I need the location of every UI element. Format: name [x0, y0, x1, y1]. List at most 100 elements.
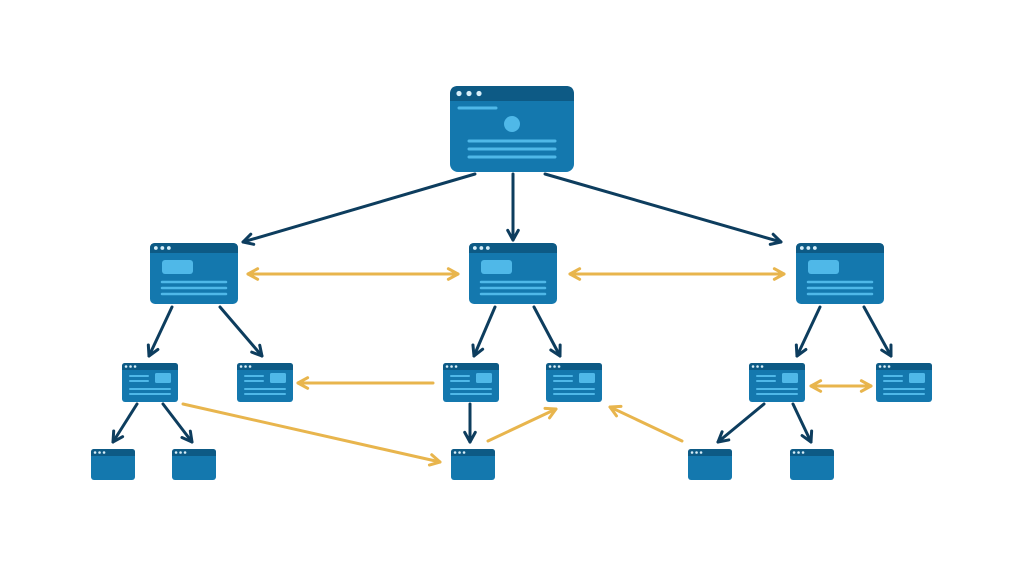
hierarchy-arrow-category-right-to-sub-r1-head: [794, 343, 808, 358]
page-sub-r1-body: [749, 363, 805, 402]
hierarchy-arrow-home-to-category-left-head: [241, 232, 256, 246]
image-block-icon: [909, 373, 925, 383]
window-dot-icon: [801, 451, 805, 454]
page-leaf-1-header: [91, 449, 135, 456]
internal-link-arrow-sub-l1-to-leaf-3: [181, 402, 442, 467]
hierarchy-arrow-sub-l1-to-leaf-1: [111, 402, 139, 444]
window-dot-icon: [453, 451, 457, 454]
page-category-right-header: [796, 243, 884, 253]
page-leaf-4-header: [688, 449, 732, 456]
window-dot-icon: [557, 365, 561, 368]
window-dot-icon: [887, 365, 891, 368]
hierarchy-arrow-home-to-category-center: [506, 172, 520, 242]
image-circle-icon: [504, 116, 520, 132]
page-category-left: [150, 243, 238, 304]
window-dot-icon: [124, 365, 128, 368]
internal-link-arrow-category-left-to-category-center: [246, 267, 460, 281]
page-leaf-3-body: [451, 449, 495, 480]
window-dot-icon: [160, 246, 165, 250]
window-dot-icon: [244, 365, 247, 368]
window-dot-icon: [476, 90, 482, 97]
hierarchy-arrow-category-right-to-sub-r1-line: [795, 305, 822, 358]
page-sub-r2-header: [876, 363, 932, 370]
internal-link-arrow-category-center-to-category-right-head: [772, 267, 786, 281]
window-dot-icon: [883, 365, 886, 368]
hierarchy-arrow-sub-l1-to-leaf-2-line: [161, 402, 194, 444]
hierarchy-arrow-home-to-category-left-line: [241, 172, 477, 244]
hierarchy-arrow-category-right-to-sub-r2-line: [862, 305, 893, 358]
window-dot-icon: [553, 365, 556, 368]
hierarchy-arrow-sub-r1-to-leaf-4-line: [716, 402, 766, 444]
page-sub-l1-header: [122, 363, 178, 370]
page-leaf-1: [91, 449, 135, 480]
hierarchy-arrow-sub-l1-to-leaf-1-head: [111, 429, 125, 444]
window-dot-icon: [479, 246, 484, 250]
window-dot-icon: [445, 365, 449, 368]
image-block-icon: [155, 373, 171, 383]
internal-link-arrow-leaf-4-to-sub-c2-line: [608, 405, 684, 443]
page-category-center-header: [469, 243, 557, 253]
internal-link-arrow-sub-c1-to-sub-l2-head: [296, 376, 310, 390]
internal-link-arrow-sub-l1-to-leaf-3-head: [427, 453, 442, 467]
page-leaf-3-header: [451, 449, 495, 456]
internal-link-arrow-leaf-3-to-sub-c2-head: [543, 406, 558, 420]
window-dot-icon: [456, 90, 462, 97]
page-leaf-4-body: [688, 449, 732, 480]
page-leaf-1-body: [91, 449, 135, 480]
hierarchy-arrow-category-center-to-sub-c1: [471, 305, 497, 358]
hierarchy-arrow-sub-l1-to-leaf-2-head: [180, 429, 194, 444]
window-dot-icon: [812, 246, 817, 250]
window-dot-icon: [93, 451, 97, 454]
hierarchy-arrow-sub-r1-to-leaf-5: [791, 402, 814, 444]
page-category-center: [469, 243, 557, 304]
hierarchy-arrow-home-to-category-right-head: [768, 232, 783, 246]
page-leaf-3: [451, 449, 495, 480]
window-dot-icon: [797, 451, 800, 454]
page-leaf-2-header: [172, 449, 216, 456]
window-dot-icon: [466, 90, 472, 97]
window-dot-icon: [792, 451, 796, 454]
window-dot-icon: [179, 451, 182, 454]
hierarchy-arrow-category-left-to-sub-l1-head: [146, 343, 160, 358]
hierarchy-arrow-sub-c1-to-leaf-3-head: [463, 430, 477, 444]
hierarchy-arrow-category-center-to-sub-c2-head: [549, 343, 562, 358]
window-dot-icon: [548, 365, 552, 368]
page-sub-l1-body: [122, 363, 178, 402]
image-block-icon: [481, 260, 512, 274]
window-dot-icon: [102, 451, 106, 454]
page-category-right: [796, 243, 884, 304]
internal-link-arrow-sub-l1-to-leaf-3-line: [181, 402, 442, 464]
internal-link-arrow-sub-r1-to-sub-r2-tail-head: [809, 379, 823, 393]
page-sub-c2: [546, 363, 602, 402]
window-dot-icon: [760, 365, 764, 368]
hierarchy-arrow-category-right-to-sub-r2: [862, 305, 893, 358]
hierarchy-arrow-home-to-category-right-line: [543, 172, 783, 244]
page-leaf-2-body: [172, 449, 216, 480]
page-sub-l1: [122, 363, 178, 402]
window-dot-icon: [462, 451, 466, 454]
page-sub-c2-header: [546, 363, 602, 370]
page-home: [450, 86, 574, 172]
page-leaf-5-header: [790, 449, 834, 456]
hierarchy-arrow-category-center-to-sub-c2: [532, 305, 562, 358]
page-home-header: [450, 86, 574, 101]
window-dot-icon: [129, 365, 132, 368]
hierarchy-arrow-sub-c1-to-leaf-3: [463, 402, 477, 444]
window-dot-icon: [485, 246, 490, 250]
window-dot-icon: [472, 246, 477, 250]
page-sub-r2-body: [876, 363, 932, 402]
window-dot-icon: [450, 365, 453, 368]
hierarchy-arrow-sub-r1-to-leaf-4-head: [716, 430, 731, 444]
window-dot-icon: [751, 365, 755, 368]
window-dot-icon: [239, 365, 243, 368]
page-sub-c1-header: [443, 363, 499, 370]
hierarchy-arrow-sub-r1-to-leaf-4: [716, 402, 766, 444]
hierarchy-arrow-category-left-to-sub-l2: [218, 305, 264, 358]
links-layer: [111, 172, 893, 467]
hierarchy-arrow-category-right-to-sub-r2-head: [880, 343, 893, 358]
hierarchy-arrow-category-left-to-sub-l1: [146, 305, 174, 358]
pages-layer: [91, 86, 932, 480]
image-block-icon: [782, 373, 798, 383]
image-block-icon: [162, 260, 193, 274]
